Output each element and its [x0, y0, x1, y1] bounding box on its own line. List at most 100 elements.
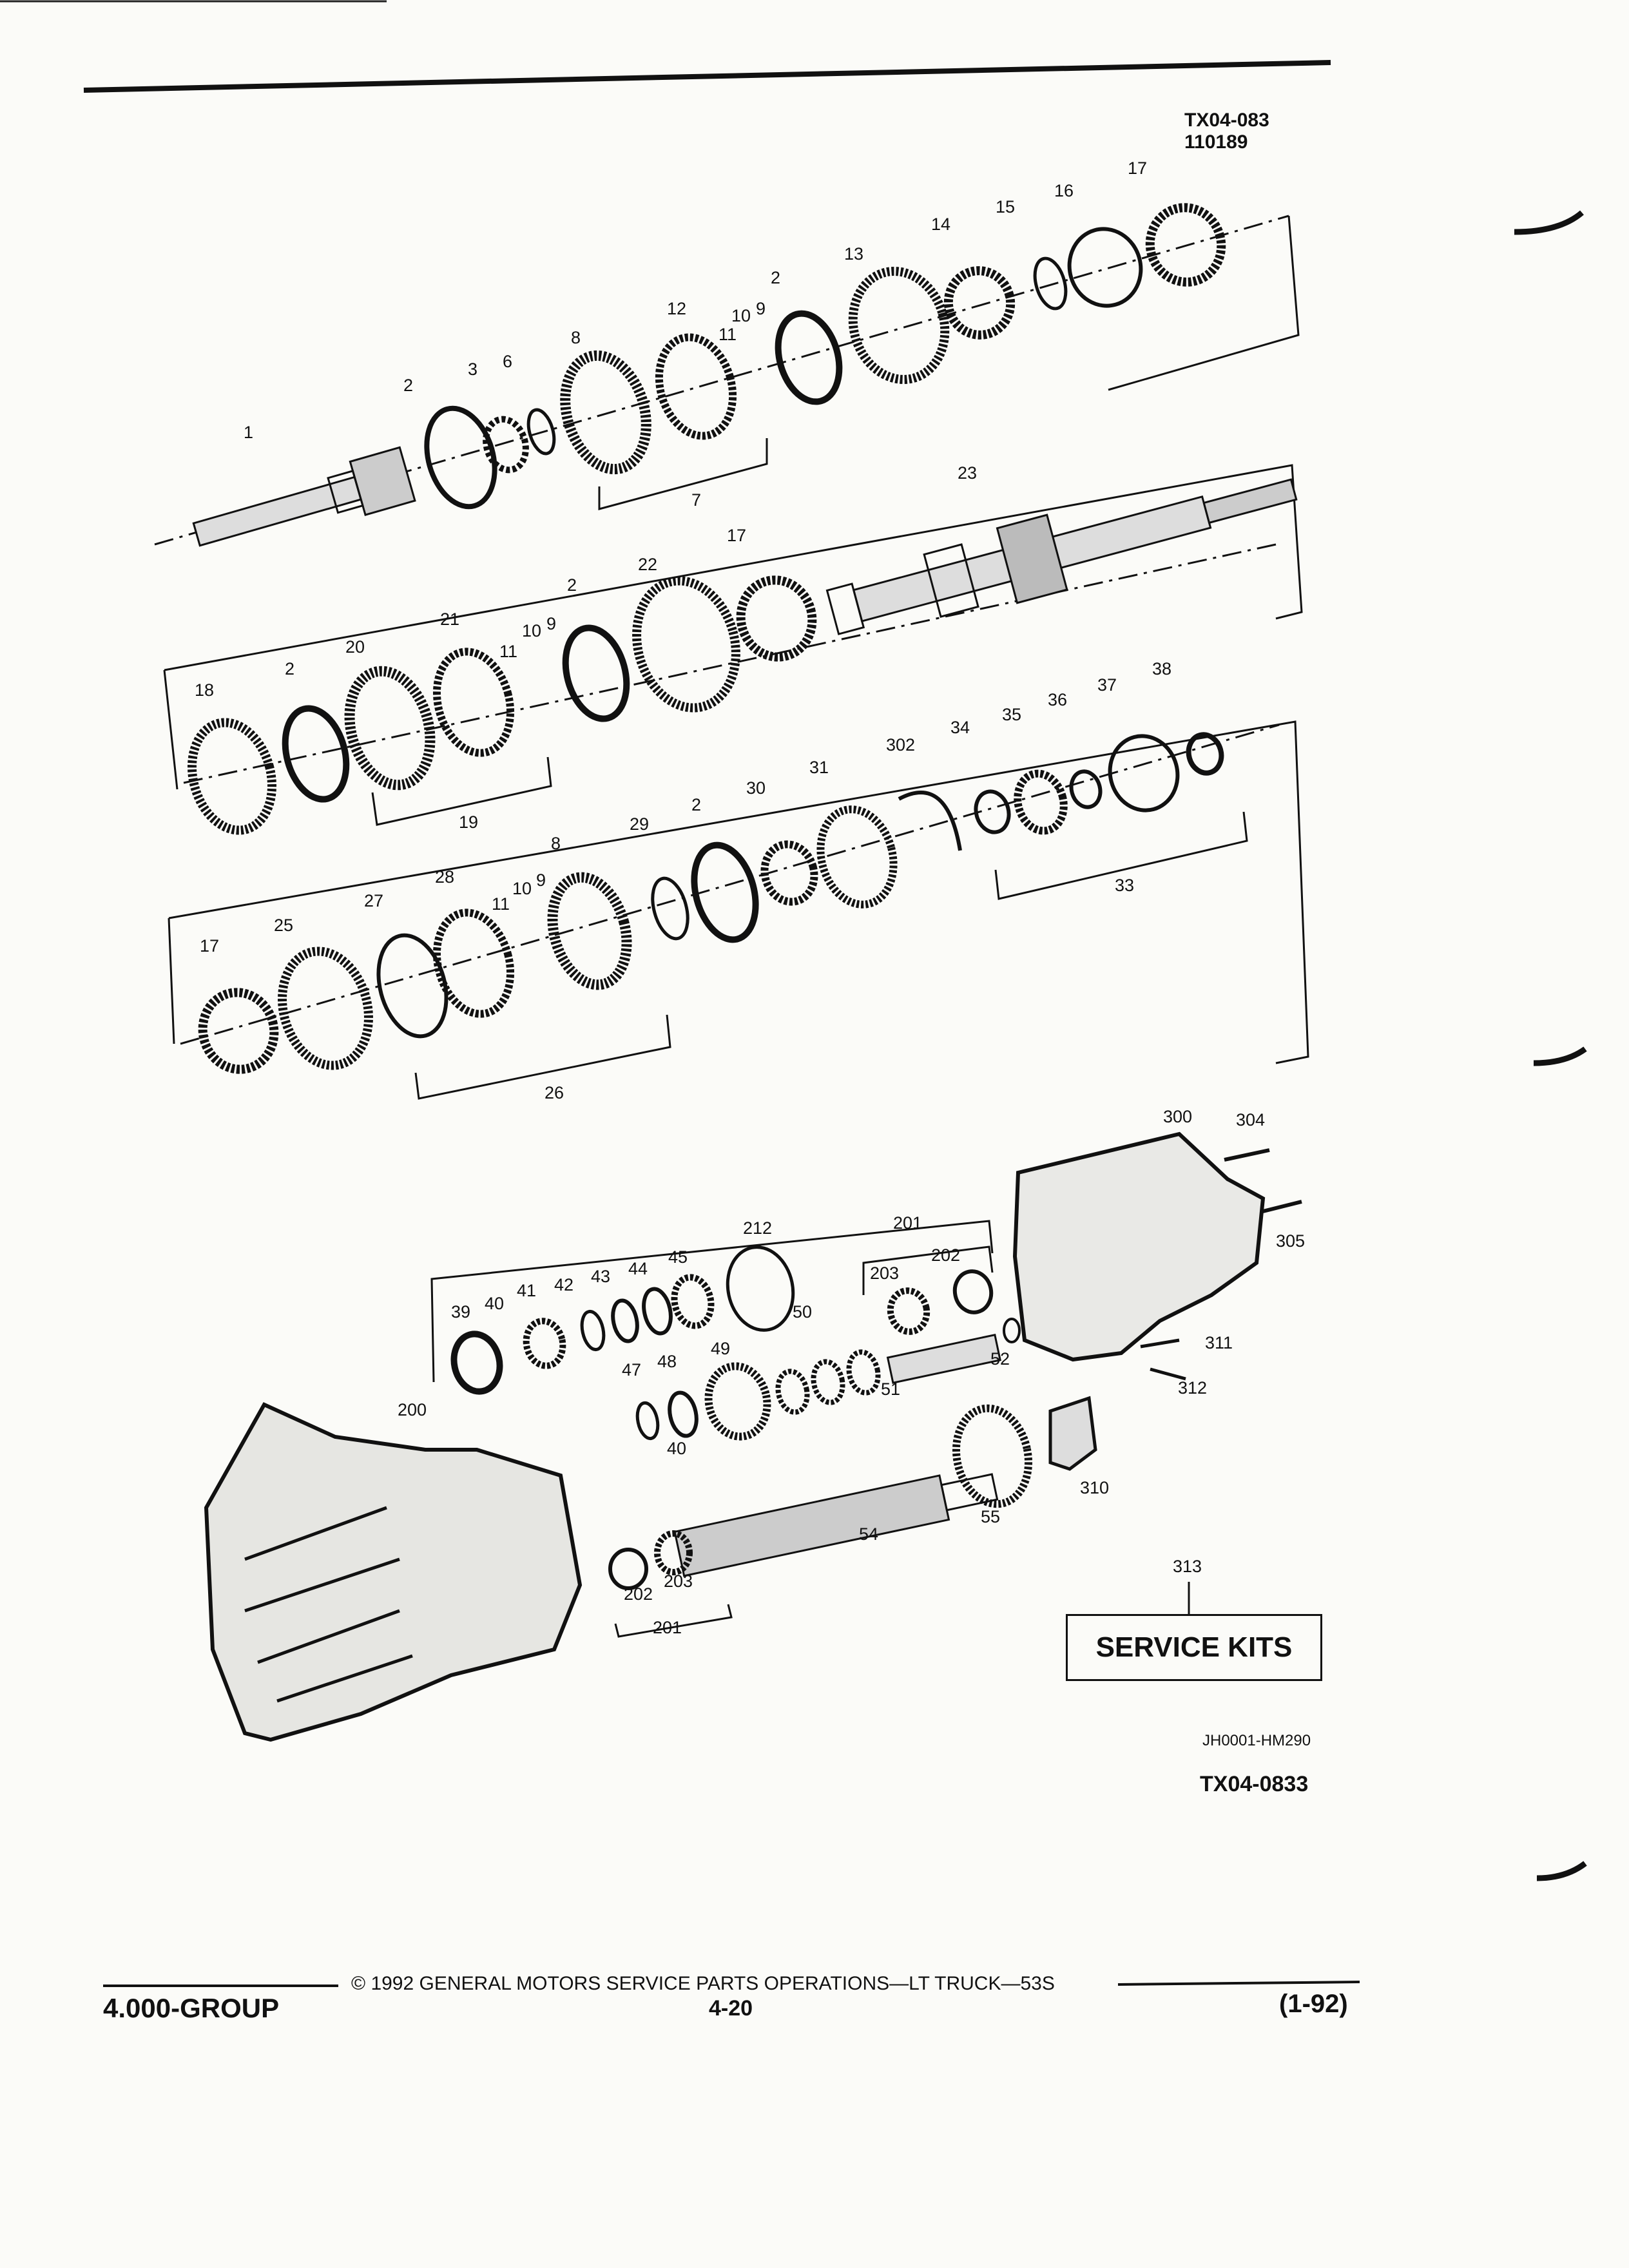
row1-exploded-group [154, 203, 1300, 547]
callout-41: 41 [517, 1281, 536, 1300]
callout-17: 17 [1128, 159, 1147, 178]
callout-44: 44 [628, 1259, 648, 1278]
callout-35: 35 [1002, 705, 1021, 724]
callout-2: 2 [771, 268, 780, 287]
bracket-7 [598, 438, 768, 510]
countershaft-54 [673, 1473, 999, 1577]
bearing-50b [811, 1359, 845, 1405]
callout-54: 54 [859, 1524, 878, 1544]
bearing-17b [736, 575, 817, 662]
gear-22 [632, 576, 740, 713]
callout-302: 302 [886, 735, 915, 754]
callout-40: 40 [667, 1439, 686, 1458]
sleeve-8a [560, 350, 651, 475]
callout-313: 313 [1173, 1557, 1202, 1576]
callout-201: 201 [653, 1618, 682, 1637]
callout-2: 2 [403, 376, 413, 395]
bearing-3 [483, 416, 529, 474]
blocker-ring-2b [775, 310, 843, 405]
callout-33: 33 [1115, 876, 1134, 895]
callout-10: 10 [731, 306, 751, 325]
callout-202: 202 [931, 1245, 960, 1265]
washer-36 [1069, 769, 1103, 809]
row4-exploded-group [204, 1131, 1302, 1742]
bracket-19 [371, 756, 552, 826]
callout-300: 300 [1163, 1107, 1192, 1126]
bolt-311 [1140, 1338, 1180, 1349]
drawing-date: 110189 [1184, 131, 1248, 153]
callout-8: 8 [551, 834, 561, 853]
mainshaft-23 [825, 478, 1298, 635]
callout-16: 16 [1054, 181, 1074, 200]
input-gear-2a-ring [424, 405, 497, 510]
gear-31 [816, 805, 898, 908]
bearing-50c [846, 1349, 881, 1396]
bracket-33 [994, 811, 1248, 900]
binder-mark [1536, 1861, 1587, 1881]
row2-axis [183, 543, 1277, 784]
footer-revision: (1-92) [1279, 1990, 1348, 2018]
row3-frame [168, 720, 1309, 1064]
bolt-304 [1224, 1148, 1270, 1162]
sleeve-8b [547, 872, 632, 990]
callout-9: 9 [756, 299, 766, 318]
callout-37: 37 [1097, 675, 1117, 695]
gear-18 [188, 718, 276, 835]
footer-rule-right [1117, 1981, 1360, 1986]
callout-8: 8 [571, 328, 581, 347]
reference-code-large: TX04-0833 [1200, 1772, 1309, 1796]
callout-42: 42 [554, 1275, 574, 1294]
blocker-ring-2d [282, 705, 350, 803]
row1-frame [1108, 215, 1300, 391]
blocker-ring-27 [376, 933, 448, 1039]
binder-mark [1514, 210, 1584, 235]
collar-16 [1067, 227, 1143, 308]
callout-11: 11 [718, 325, 737, 344]
row2-exploded-group [163, 464, 1303, 835]
synchro-hub-28 [432, 908, 515, 1018]
bearing-39 [450, 1331, 503, 1395]
drawing-id: TX04-083 110189 [1184, 110, 1269, 153]
callout-304: 304 [1236, 1110, 1265, 1129]
callout-50: 50 [793, 1302, 812, 1321]
callout-39: 39 [451, 1302, 470, 1321]
callout-203: 203 [870, 1264, 899, 1283]
callout-9: 9 [536, 870, 546, 890]
row4-frame [430, 1220, 994, 1383]
callout-29: 29 [630, 814, 649, 834]
bearing-17a [1145, 203, 1226, 287]
callout-7: 7 [691, 490, 701, 510]
callout-17: 17 [200, 936, 219, 956]
rear-housing-300 [1012, 1131, 1266, 1362]
callout-305: 305 [1276, 1231, 1305, 1251]
callout-36: 36 [1048, 690, 1067, 709]
callout-10: 10 [512, 879, 532, 898]
footer-page-number: 4-20 [709, 1996, 753, 2021]
row2-frame-left [163, 669, 178, 790]
service-kits-label: SERVICE KITS [1095, 1631, 1293, 1663]
cover-310 [1048, 1396, 1097, 1471]
row3-frame-left [168, 918, 175, 1044]
callout-11: 11 [499, 642, 517, 661]
bearing-38 [1186, 732, 1224, 776]
bearing-41 [523, 1318, 566, 1369]
reference-code-small: JH0001-HM290 [1202, 1732, 1311, 1749]
bearing-30 [760, 840, 818, 906]
callout-14: 14 [931, 215, 950, 234]
callout-9: 9 [546, 614, 556, 633]
washer-52 [1003, 1318, 1021, 1343]
row2-frame [164, 464, 1303, 671]
callout-labels: 1 2 3 6 8 12 11 10 9 2 13 14 15 16 17 7 … [195, 159, 1305, 1637]
callout-2: 2 [691, 795, 701, 814]
callout-40: 40 [485, 1294, 504, 1313]
gear-13 [848, 267, 950, 384]
bolt-305 [1262, 1200, 1302, 1213]
callout-55: 55 [981, 1507, 1000, 1526]
callout-49: 49 [711, 1339, 730, 1358]
callout-22: 22 [638, 555, 657, 574]
row1-axis [154, 215, 1289, 546]
header-rule [83, 60, 1331, 93]
callout-43: 43 [591, 1267, 610, 1286]
service-kits-box: SERVICE KITS [1066, 1614, 1322, 1681]
